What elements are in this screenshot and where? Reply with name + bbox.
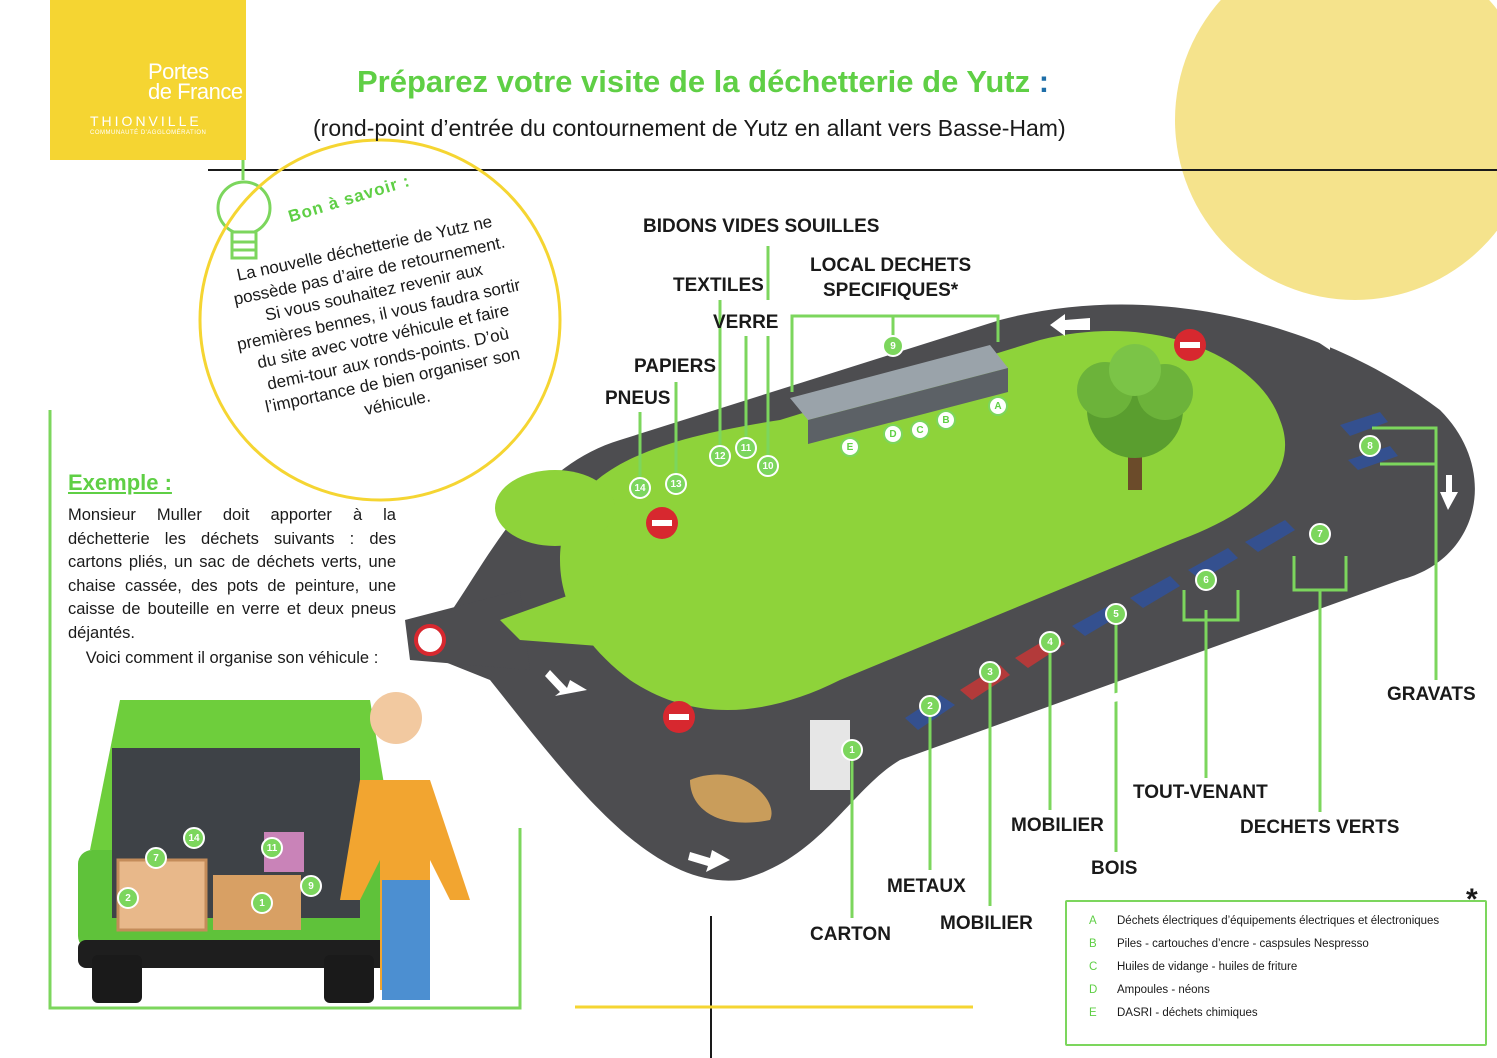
local-roof bbox=[790, 345, 1008, 420]
local-marker-c: C bbox=[910, 420, 930, 440]
bin-marker-10: 10 bbox=[757, 455, 779, 477]
label-textiles: TEXTILES bbox=[673, 275, 764, 296]
legend-code: D bbox=[1089, 984, 1098, 996]
legend-star: * bbox=[1466, 883, 1478, 916]
logo bbox=[50, 0, 246, 160]
legend-desc: Ampoules - néons bbox=[1117, 984, 1210, 996]
car-marker-9: 9 bbox=[300, 875, 322, 897]
bin-marker-14: 14 bbox=[629, 477, 651, 499]
bin-marker-6: 6 bbox=[1195, 569, 1217, 591]
title-text: Préparez votre visite de la déchetterie … bbox=[357, 64, 1031, 99]
decor-circle bbox=[1175, 0, 1497, 300]
person-illustration bbox=[340, 692, 470, 1000]
example-body: Monsieur Muller doit apporter à la déche… bbox=[68, 506, 396, 642]
car-marker-2: 2 bbox=[117, 887, 139, 909]
compost-area bbox=[690, 774, 772, 823]
bin-marker-2: 2 bbox=[919, 695, 941, 717]
legend-box: A Déchets électriques d’équipements élect… bbox=[1065, 900, 1487, 1046]
label-bidons: BIDONS VIDES SOUILLES bbox=[643, 216, 880, 237]
title-colon: : bbox=[1038, 64, 1050, 99]
grass-entrance bbox=[500, 570, 650, 650]
label-tout-venant: TOUT-VENANT bbox=[1133, 782, 1268, 803]
legend-code: C bbox=[1089, 961, 1098, 973]
bin-marker-9: 9 bbox=[882, 335, 904, 357]
legend-desc: Piles - cartouches d’encre - caspsules N… bbox=[1117, 938, 1369, 950]
label-bois: BOIS bbox=[1091, 858, 1138, 879]
bin-marker-1: 1 bbox=[841, 739, 863, 761]
logo-city: THIONVILLE bbox=[90, 113, 202, 129]
label-carton: CARTON bbox=[810, 924, 891, 945]
leader-lines bbox=[48, 0, 1438, 1010]
example-intro: Voici comment il organise son véhicule : bbox=[85, 649, 379, 667]
bin-marker-4: 4 bbox=[1039, 631, 1061, 653]
example-heading: Exemple : bbox=[68, 470, 172, 495]
logo-text: Portes de France bbox=[148, 59, 243, 104]
label-gravats: GRAVATS bbox=[1387, 684, 1476, 705]
legend-code: B bbox=[1089, 938, 1097, 950]
local-marker-a: A bbox=[988, 396, 1008, 416]
bin-marker-13: 13 bbox=[665, 473, 687, 495]
bin-marker-5: 5 bbox=[1105, 603, 1127, 625]
label-metaux: METAUX bbox=[887, 876, 966, 897]
tip-bubble bbox=[198, 138, 562, 502]
label-pneus: PNEUS bbox=[605, 388, 671, 409]
page-subtitle: (rond-point d’entrée du contournement de… bbox=[313, 115, 1066, 141]
logo-subtitle: COMMUNAUTÉ D'AGGLOMÉRATION bbox=[90, 130, 207, 136]
logo-line-2: de France bbox=[148, 79, 243, 104]
car-marker-11: 11 bbox=[261, 837, 283, 859]
legend-desc: Déchets électriques d’équipements électr… bbox=[1117, 915, 1440, 927]
label-dechets-verts: DECHETS VERTS bbox=[1240, 817, 1400, 838]
bin-marker-3: 3 bbox=[979, 661, 1001, 683]
logo-line-1: Portes bbox=[148, 59, 209, 84]
local-marker-d: D bbox=[883, 424, 903, 444]
car-marker-1: 1 bbox=[251, 892, 273, 914]
local-wall bbox=[808, 368, 1008, 444]
legend-desc: Huiles de vidange - huiles de friture bbox=[1117, 961, 1298, 973]
bin-marker-7: 7 bbox=[1309, 523, 1331, 545]
legend-code: A bbox=[1089, 915, 1097, 927]
label-mobilier-2: MOBILIER bbox=[940, 913, 1033, 934]
label-mobilier-1: MOBILIER bbox=[1011, 815, 1104, 836]
lightbulb-icon bbox=[216, 180, 272, 260]
tree-icon bbox=[1077, 344, 1193, 490]
page-title: Préparez votre visite de la déchetterie … bbox=[357, 64, 1049, 100]
bin-marker-8: 8 bbox=[1359, 435, 1381, 457]
arrow-icon bbox=[545, 314, 1458, 872]
label-papiers: PAPIERS bbox=[634, 356, 717, 377]
grass-roundabout bbox=[495, 470, 615, 546]
car-illustration bbox=[78, 700, 395, 1003]
car-marker-7: 7 bbox=[145, 847, 167, 869]
local-marker-b: B bbox=[936, 410, 956, 430]
no-entry-icon bbox=[414, 329, 1206, 733]
bin-marker-12: 12 bbox=[709, 445, 731, 467]
label-verre: VERRE bbox=[713, 312, 779, 333]
label-local-2: SPECIFIQUES* bbox=[823, 280, 959, 301]
label-local-1: LOCAL DECHETS bbox=[810, 255, 972, 276]
car-marker-14: 14 bbox=[183, 827, 205, 849]
local-marker-e: E bbox=[840, 437, 860, 457]
legend-desc: DASRI - déchets chimiques bbox=[1117, 1007, 1258, 1019]
legend-code: E bbox=[1089, 1007, 1097, 1019]
bin-marker-11: 11 bbox=[735, 437, 757, 459]
